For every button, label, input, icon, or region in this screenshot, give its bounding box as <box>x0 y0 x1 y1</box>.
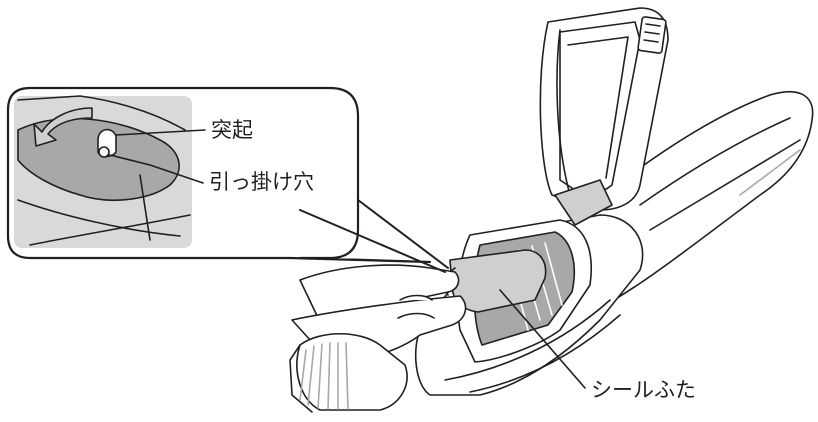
seal-lid-leader <box>499 289 586 389</box>
open-lid <box>539 7 669 226</box>
curved-arrow-icon <box>33 107 93 147</box>
brush-nozzle <box>289 332 408 413</box>
vacuum-body <box>414 90 814 396</box>
label-seal-lid: シールふた <box>591 378 696 402</box>
callout-bubble <box>6 86 449 273</box>
label-hook-hole: 引っ掛け穴 <box>209 170 314 194</box>
label-protrusion: 突起 <box>211 118 253 142</box>
